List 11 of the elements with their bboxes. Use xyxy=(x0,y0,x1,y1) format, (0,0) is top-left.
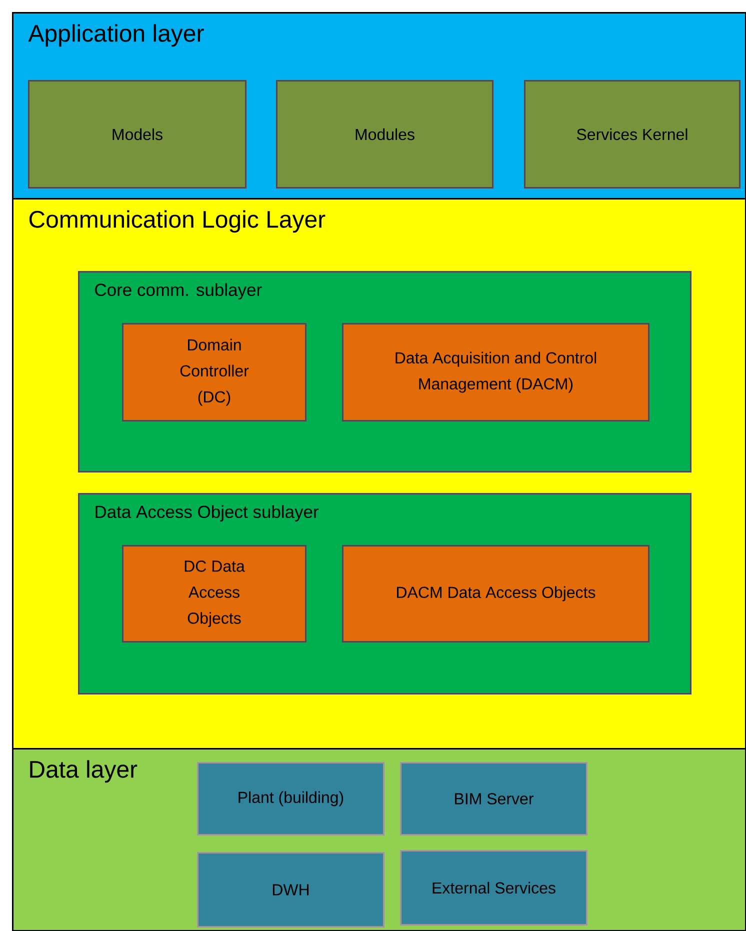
component-box: Models xyxy=(28,80,246,188)
component-box: DACM Data Access Objects xyxy=(342,545,650,642)
component-box: DC Data Access Objects xyxy=(122,545,306,642)
component-box: Domain Controller (DC) xyxy=(122,323,306,422)
data-source-box: External Services xyxy=(400,850,588,926)
data-source-box: Plant (building) xyxy=(197,762,384,836)
component-box: Services Kernel xyxy=(524,80,740,188)
component-box: Modules xyxy=(276,80,494,188)
data-source-box: BIM Server xyxy=(400,762,588,836)
component-box: Data Acquisition and Control Management (DACM) xyxy=(342,323,650,422)
data-source-box: DWH xyxy=(197,852,384,928)
